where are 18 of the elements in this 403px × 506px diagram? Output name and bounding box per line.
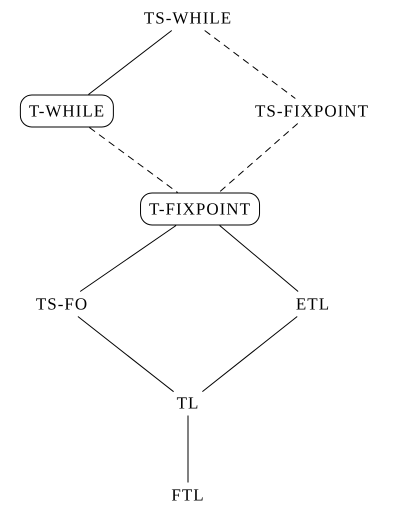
- node-label: TS-FO: [36, 294, 88, 314]
- node-label: ETL: [296, 294, 330, 314]
- rounded-box: [140, 192, 260, 226]
- node-label: TS-WHILE: [144, 8, 232, 28]
- connector-line: [202, 316, 298, 392]
- node-label: TS-FIXPOINT: [255, 102, 369, 120]
- node-label: TL: [176, 394, 200, 412]
- connector-line: [219, 225, 299, 292]
- node-label: T-WHILE: [28, 102, 106, 120]
- rounded-box: [20, 94, 114, 128]
- dashed-line: [88, 127, 178, 193]
- node-label: T-FIXPOINT: [149, 200, 251, 218]
- connector-line: [77, 316, 174, 392]
- connector-line: [88, 30, 172, 95]
- dashed-line: [204, 30, 296, 99]
- dashed-line: [218, 123, 298, 193]
- node-label: FTL: [171, 486, 205, 504]
- connector-line: [80, 225, 177, 292]
